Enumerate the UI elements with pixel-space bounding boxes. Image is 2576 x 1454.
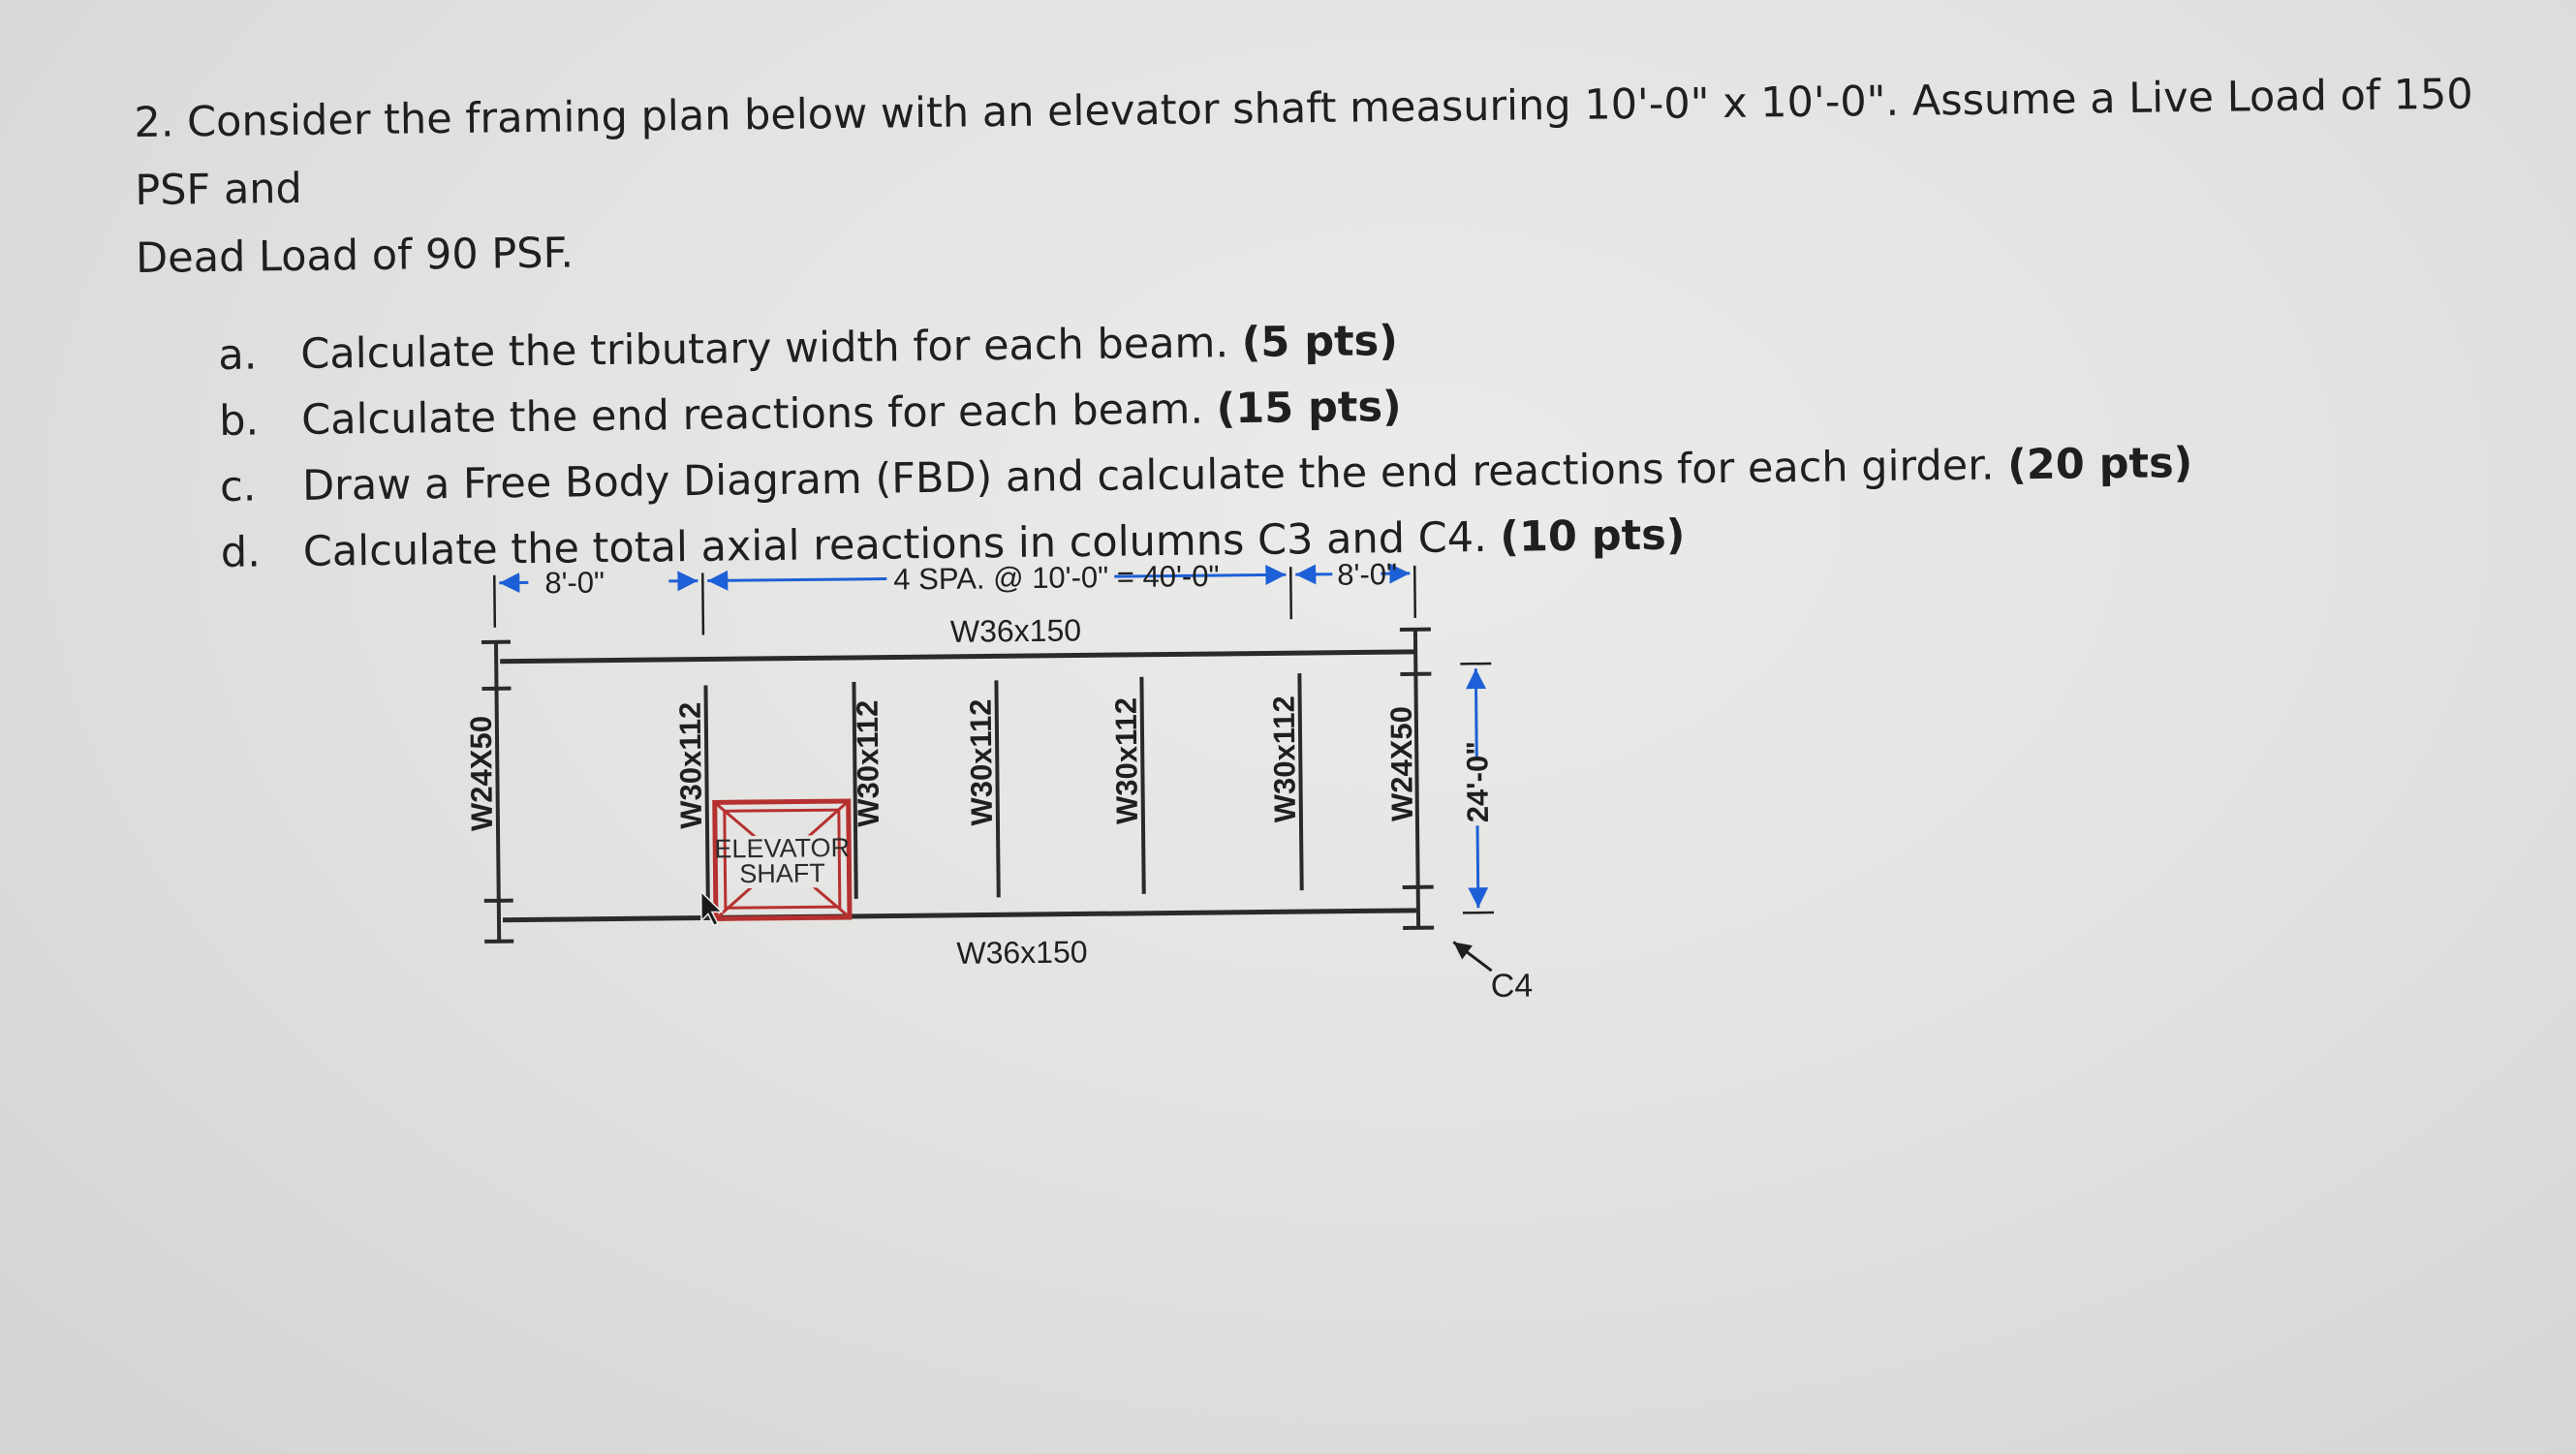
dim-label-middle: 4 SPA. @ 10'-0" = 40'-0" (893, 559, 1220, 597)
dim-label-right: 8'-0" (1337, 557, 1397, 592)
dim-extension-left (493, 574, 497, 628)
column-c4-top (1399, 627, 1432, 677)
dim-extension-a (700, 572, 705, 635)
shaft-label-line-1: ELEVATOR (714, 833, 850, 863)
interior-beam-label: W30x112 (673, 702, 708, 829)
dim-label-left: 8'-0" (544, 566, 605, 601)
interior-beam-label: W30x112 (851, 700, 885, 827)
shaft-label-backing (727, 835, 838, 889)
right-beam-label: W24X50 (1384, 706, 1419, 821)
left-beam-label: W24X50 (464, 716, 499, 831)
part-marker: d. (220, 528, 262, 577)
dim-label-vertical: 24'-0" (1460, 741, 1495, 822)
part-points: (5 pts) (1241, 317, 1399, 368)
part-points: (20 pts) (2006, 439, 2193, 490)
column-c3-top (481, 639, 512, 691)
shaft-label-line-2: SHAFT (739, 858, 825, 888)
part-points: (15 pts) (1216, 383, 1402, 434)
top-girder-label: W36x150 (950, 612, 1082, 648)
framing-plan: 8'-0" 4 SPA. @ 10'-0" = 40'-0" 8'-0" W36… (291, 533, 2139, 1288)
interior-beam (852, 681, 858, 899)
column-c4-leader (1452, 941, 1493, 973)
vertical-dimension: 24'-0" (1460, 662, 1495, 914)
part-marker: c. (219, 462, 257, 511)
part-marker: b. (218, 396, 260, 446)
part-text: Calculate the end reactions for each bea… (300, 385, 1217, 445)
cursor-icon (699, 889, 724, 927)
column-c4 (1402, 884, 1435, 930)
right-edge-beam (1413, 673, 1420, 887)
dim-arrow (707, 570, 887, 591)
interior-beam (994, 680, 1001, 898)
interior-beam-label: W30x112 (1267, 696, 1302, 822)
framing-plan-drawing: 8'-0" 4 SPA. @ 10'-0" = 40'-0" 8'-0" W36… (464, 557, 1534, 1005)
interior-beam (1297, 673, 1304, 891)
column-c3 (483, 898, 514, 944)
bottom-girder-label: W36x150 (956, 934, 1088, 970)
interior-beam (1139, 676, 1146, 894)
interior-beam-label: W30x112 (964, 698, 999, 825)
interior-beam-label: W30x112 (1109, 697, 1144, 824)
bottom-girder (502, 908, 1418, 923)
part-text: Calculate the tributary width for each b… (300, 319, 1243, 379)
elevator-shaft: ELEVATOR SHAFT (712, 798, 853, 921)
left-edge-beam (494, 688, 501, 901)
problem-statement: 2. Consider the framing plan below with … (134, 60, 2542, 587)
shaft-inner-outline (723, 808, 842, 910)
column-c4-label: C4 (1491, 968, 1534, 1005)
part-marker: a. (218, 330, 258, 380)
dim-arrow (1466, 668, 1487, 758)
horizontal-dimension: 8'-0" 4 SPA. @ 10'-0" = 40'-0" 8'-0" (493, 557, 1417, 635)
dim-extension-b (1288, 567, 1293, 620)
shaft-outline (712, 798, 853, 921)
dim-arrow (1468, 825, 1489, 909)
top-girder (500, 649, 1416, 665)
interior-beam (703, 685, 710, 905)
part-text: Draw a Free Body Diagram (FBD) and calcu… (301, 441, 2008, 510)
dim-extension-right (1412, 565, 1417, 618)
dim-arrow (1114, 564, 1287, 585)
